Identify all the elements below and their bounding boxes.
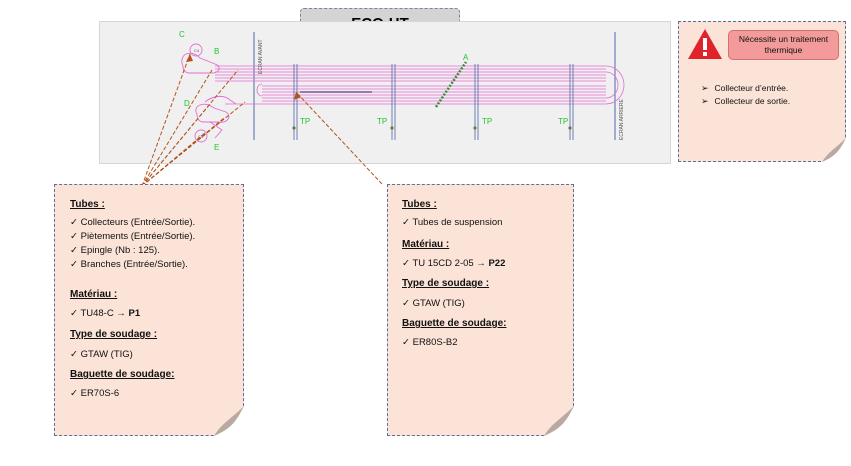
leader-arrowheads — [186, 54, 301, 100]
heat-treatment-badge: Nécessite un traitement thermique — [728, 30, 839, 60]
right-tubes-heading: Tubes : — [402, 199, 437, 210]
right-soudage-heading: Type de soudage : — [402, 278, 490, 289]
left-soudage-heading: Type de soudage : — [70, 329, 158, 340]
page-fold-icon — [822, 138, 846, 162]
circle-label-1: C4 — [194, 48, 200, 53]
warning-item-1: ➢Collecteur d’entrée. — [701, 83, 789, 93]
label-e: E — [214, 143, 219, 152]
warning-note: Nécessite un traitement thermique ➢Colle… — [678, 21, 846, 162]
page-fold-icon — [214, 406, 244, 436]
left-tube-item-2: ✓ Piètements (Entrée/Sortie). — [70, 231, 196, 242]
label-tp-1: TP — [300, 117, 310, 126]
left-tube-item-3: ✓ Epingle (Nb : 125). — [70, 245, 160, 256]
coil-tubes — [215, 65, 625, 105]
ecran-arriere-label: ECRAN ARRIERE — [619, 98, 625, 140]
left-baguette-heading: Baguette de soudage: — [70, 369, 175, 380]
right-materiau-heading: Matériau : — [402, 239, 450, 250]
left-materiau-heading: Matériau : — [70, 289, 118, 300]
label-tp-2: TP — [377, 117, 387, 126]
label-b: B — [214, 47, 219, 56]
left-materiau-value: ✓ TU48-C → P1 — [70, 308, 141, 319]
right-materiau-value: ✓ TU 15CD 2-05 → P22 — [402, 258, 506, 269]
right-baguette-heading: Baguette de soudage: — [402, 318, 507, 329]
drawing-area — [99, 21, 671, 164]
tp-markers — [292, 126, 572, 130]
page-fold-icon — [544, 406, 574, 436]
left-note: Tubes : ✓ Collecteurs (Entrée/Sortie). ✓… — [54, 184, 244, 436]
right-note: Tubes : ✓ Tubes de suspension Matériau :… — [387, 184, 574, 436]
label-a: A — [463, 53, 469, 62]
collectors — [181, 43, 237, 143]
right-baguette-value: ✓ ER80S-B2 — [402, 337, 458, 348]
left-soudage-value: ✓ GTAW (TIG) — [70, 349, 133, 360]
label-c: C — [179, 30, 185, 39]
left-baguette-value: ✓ ER70S-6 — [70, 388, 120, 399]
right-tube-item-1: ✓ Tubes de suspension — [402, 217, 503, 228]
circle-label-2: C5 — [198, 134, 204, 139]
left-tubes-heading: Tubes : — [70, 199, 105, 210]
warning-icon — [688, 29, 722, 59]
right-soudage-value: ✓ GTAW (TIG) — [402, 298, 465, 309]
label-tp-3: TP — [482, 117, 492, 126]
left-tube-item-4: ✓ Branches (Entrée/Sortie). — [70, 259, 188, 270]
label-d: D — [184, 99, 190, 108]
label-tp-4: TP — [558, 117, 568, 126]
collector-circle-bottom — [194, 129, 208, 143]
warning-item-2: ➢Collecteur de sortie. — [701, 96, 791, 106]
ecran-avant-label: ECRAN AVANT — [258, 39, 264, 74]
left-tube-item-1: ✓ Collecteurs (Entrée/Sortie). — [70, 217, 196, 228]
collector-circle-top — [189, 43, 203, 57]
leader-lines — [141, 53, 383, 187]
